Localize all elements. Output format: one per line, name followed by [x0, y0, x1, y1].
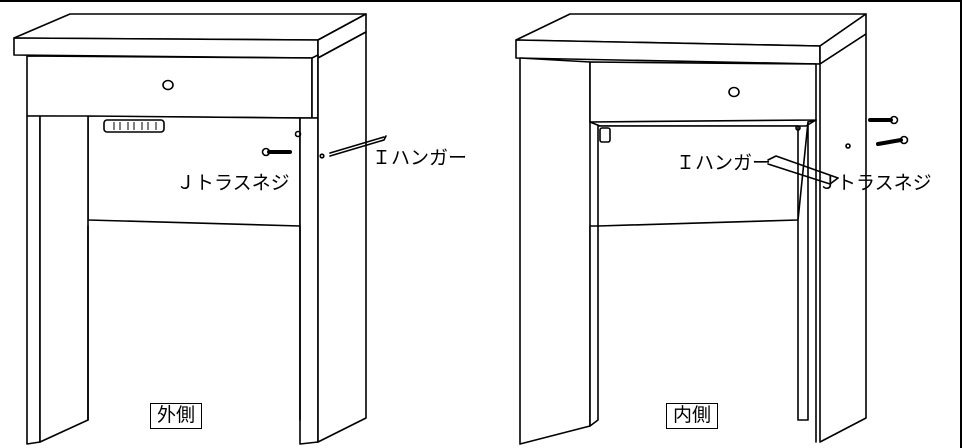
drawer-side	[311, 54, 319, 119]
screw-icon	[261, 147, 292, 157]
hanger-icon	[319, 135, 387, 159]
hanger-label-outside: Ｉハンガー	[372, 147, 468, 169]
left-leg-front	[26, 115, 41, 445]
desk-inside-view	[515, 13, 909, 445]
hanger-icon	[767, 155, 839, 185]
drawer-front	[26, 55, 313, 119]
drawer-knob	[162, 79, 174, 91]
desk-top-surface	[13, 13, 367, 41]
hanger-label-inside: Ｉハンガー	[676, 152, 772, 174]
screw-icon	[868, 115, 899, 125]
right-leg-side	[819, 33, 867, 443]
left-leg-side	[519, 57, 591, 445]
outlet-box	[599, 127, 611, 143]
left-inner-leg	[589, 225, 599, 427]
view-label-inside: 内側	[666, 403, 719, 429]
screw-hole	[845, 143, 851, 149]
modesty-panel	[597, 125, 799, 227]
view-label-outside: 外側	[150, 403, 203, 429]
screw-label-inside: Ｊトラスネジ	[818, 172, 932, 194]
screw-icon	[876, 135, 909, 146]
left-leg-side	[39, 115, 89, 443]
desk-top-front-edge	[13, 37, 319, 59]
right-inner-leg	[797, 121, 809, 421]
right-leg-front	[299, 117, 319, 445]
screw-hole	[294, 130, 302, 138]
drawer-front	[589, 61, 817, 123]
screw-hole	[795, 125, 801, 131]
screw-label-outside: Ｊトラスネジ	[176, 172, 290, 194]
drawer-knob	[728, 86, 740, 98]
desk-outside-view	[13, 13, 387, 445]
right-leg-side	[317, 31, 367, 443]
